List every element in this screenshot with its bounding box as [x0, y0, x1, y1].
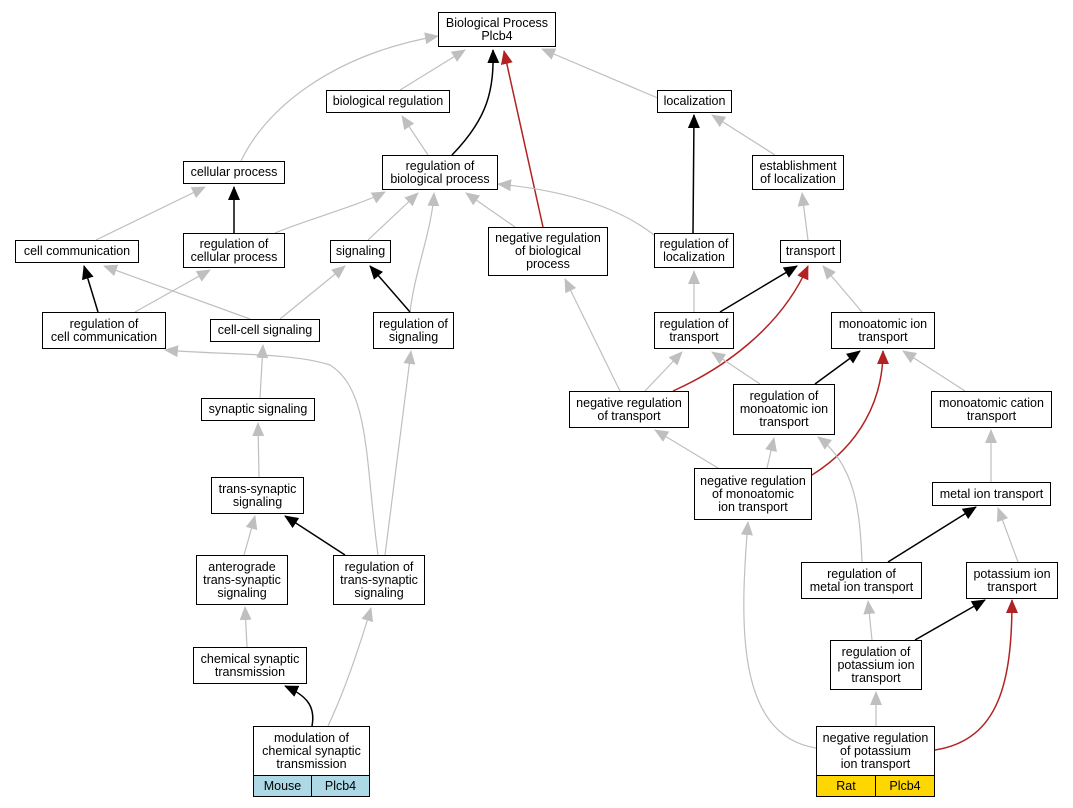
node-establishment-of-localization[interactable]: establishment of localization — [752, 155, 844, 190]
node-potassium-ion-transport[interactable]: potassium ion transport — [966, 562, 1058, 599]
edge-regloc-regbp — [497, 179, 661, 241]
edge-transsyn-synsig — [252, 422, 265, 478]
edge-antero-transsyn — [243, 515, 258, 556]
edge-cellproc-bp — [240, 32, 439, 162]
edge-modchem-chemsyn — [284, 685, 314, 727]
edge-monoion-transport — [822, 265, 863, 313]
node-negative-regulation-of-transport[interactable]: negative regulation of transport — [569, 391, 689, 428]
node-modulation-of-chemical-synaptic-transmission[interactable]: modulation of chemical synaptic transmis… — [253, 726, 370, 797]
edge-negregbp-bp — [500, 50, 544, 228]
node-monoatomic-cation-transport[interactable]: monoatomic cation transport — [931, 391, 1052, 428]
node-cellular-process[interactable]: cellular process — [183, 161, 285, 184]
edge-regloc-loc — [687, 114, 700, 234]
node-biological-regulation[interactable]: biological regulation — [326, 90, 450, 113]
species-tag-row: Mouse Plcb4 — [254, 775, 369, 796]
edge-regk-kion — [914, 599, 986, 641]
edge-regbp-bioreg — [401, 115, 429, 156]
species-tag: Rat — [836, 778, 856, 793]
node-regulation-of-metal-ion-transport[interactable]: regulation of metal ion transport — [801, 562, 922, 599]
node-label: modulation of chemical synaptic transmis… — [262, 730, 361, 771]
edge-regtranssyn-transsyn — [284, 515, 346, 556]
node-cell-cell-signaling[interactable]: cell-cell signaling — [210, 319, 320, 342]
node-signaling[interactable]: signaling — [330, 240, 391, 263]
node-regulation-of-cell-communication[interactable]: regulation of cell communication — [42, 312, 166, 349]
edge-loc-bp — [541, 48, 661, 100]
node-monoatomic-ion-transport[interactable]: monoatomic ion transport — [831, 312, 935, 349]
gene-tag: Plcb4 — [311, 776, 369, 796]
edge-kion-metalion — [996, 507, 1019, 563]
edge-regcellproc-regbp — [274, 191, 386, 234]
node-trans-synaptic-signaling[interactable]: trans-synaptic signaling — [211, 477, 304, 514]
node-regulation-of-biological-process[interactable]: regulation of biological process — [382, 155, 498, 190]
edge-bioreg-bp — [399, 49, 466, 91]
edge-modchem-regtranssyn — [327, 607, 374, 727]
node-regulation-of-transport[interactable]: regulation of transport — [654, 312, 734, 349]
edge-regmetal-regmonoion — [817, 436, 863, 563]
node-chemical-synaptic-transmission[interactable]: chemical synaptic transmission — [193, 647, 307, 684]
node-cell-communication[interactable]: cell communication — [15, 240, 139, 263]
edge-regk-regmetal — [863, 600, 876, 641]
edge-estloc-loc — [711, 114, 776, 156]
node-transport[interactable]: transport — [780, 240, 841, 263]
node-regulation-of-trans-synaptic-signaling[interactable]: regulation of trans-synaptic signaling — [333, 555, 425, 605]
edge-signaling-regbp — [367, 192, 419, 241]
edge-regmonoion-monoion — [814, 350, 861, 385]
edge-negregbp-regbp — [465, 192, 516, 228]
gene-tag: Plcb4 — [875, 776, 934, 796]
edge-negregtrans-negregbp — [564, 278, 621, 392]
edge-negregtrans-transport — [672, 265, 809, 392]
node-regulation-of-potassium-ion-transport[interactable]: regulation of potassium ion transport — [830, 640, 922, 690]
edge-transport-estloc — [797, 192, 810, 241]
node-biological-process[interactable]: Biological Process Plcb4 — [438, 12, 556, 47]
edge-cellcomm-cellproc — [95, 186, 206, 241]
node-negative-regulation-of-potassium-ion-transport[interactable]: negative regulation of potassium ion tra… — [816, 726, 935, 797]
edge-regsig-regbp — [409, 192, 440, 313]
node-metal-ion-transport[interactable]: metal ion transport — [932, 482, 1051, 506]
edge-negregmono-regmonoion — [765, 437, 777, 469]
species-tag: Mouse — [263, 778, 302, 793]
edge-regtranssyn-regcellcomm — [164, 345, 379, 556]
node-label: negative regulation of potassium ion tra… — [822, 730, 929, 771]
species-tag-row: Rat Plcb4 — [817, 775, 934, 796]
edge-regbp-bp — [451, 49, 500, 156]
node-negative-regulation-of-monoatomic-ion-transport[interactable]: negative regulation of monoatomic ion tr… — [694, 468, 812, 520]
edge-regcellcomm-cellcomm — [82, 265, 99, 313]
edge-negregk-negregmono — [740, 521, 817, 749]
edge-regmonoion-regtrans — [711, 351, 761, 385]
edge-regtranssyn-regsig — [384, 350, 416, 556]
edge-synsig-ccsig — [256, 344, 269, 399]
edge-negregmono-monoion — [811, 350, 889, 476]
edge-ccsig-signaling — [279, 265, 346, 320]
node-synaptic-signaling[interactable]: synaptic signaling — [201, 398, 315, 421]
node-negative-regulation-of-biological-process[interactable]: negative regulation of biological proces… — [488, 227, 608, 276]
edge-regsig-signaling — [369, 265, 411, 313]
edge-monocation-monoion — [902, 350, 966, 392]
node-localization[interactable]: localization — [657, 90, 732, 113]
edge-regmetal-metalion — [887, 506, 977, 563]
edge-ccsig-cellcomm — [103, 264, 251, 320]
edge-negregmono-negregtrans — [654, 429, 719, 469]
node-regulation-of-signaling[interactable]: regulation of signaling — [373, 312, 454, 349]
node-regulation-of-localization[interactable]: regulation of localization — [654, 233, 734, 268]
node-regulation-of-monoatomic-ion-transport[interactable]: regulation of monoatomic ion transport — [733, 384, 835, 435]
node-regulation-of-cellular-process[interactable]: regulation of cellular process — [183, 233, 285, 268]
node-anterograde-trans-synaptic-signaling[interactable]: anterograde trans-synaptic signaling — [196, 555, 288, 605]
edge-regtrans-transport — [719, 265, 798, 313]
edge-negregtrans-regtrans — [644, 351, 683, 392]
edge-chemsyn-antero — [239, 606, 252, 648]
edge-negregk-kion — [934, 599, 1018, 751]
